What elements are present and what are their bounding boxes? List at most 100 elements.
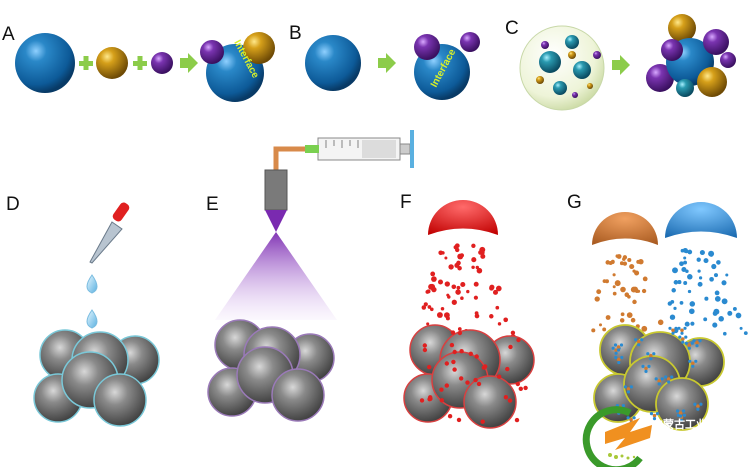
particle-dot xyxy=(457,327,462,331)
particle-dot xyxy=(727,310,733,316)
particle-dot xyxy=(696,407,700,411)
particle-dot xyxy=(693,402,697,406)
particle-dot xyxy=(605,315,611,320)
particle-dot xyxy=(596,289,602,295)
particle-dot xyxy=(476,381,482,387)
particle-dot xyxy=(497,322,502,326)
particle-dot xyxy=(632,269,636,273)
particle-dot xyxy=(647,364,651,368)
particle-dot xyxy=(523,385,528,391)
particle-dot xyxy=(691,361,695,366)
particle-dot xyxy=(616,348,621,352)
falling-particles xyxy=(591,247,748,336)
source-dome-red xyxy=(428,200,498,235)
panel-a: Interface xyxy=(15,32,275,102)
particle-cluster xyxy=(403,324,535,429)
particle-dot xyxy=(619,343,624,347)
particle-dot xyxy=(629,385,634,389)
arrow-right-icon xyxy=(378,53,396,73)
particle-dot xyxy=(428,283,435,290)
panel-b: Interface xyxy=(305,32,480,100)
particle-dot xyxy=(505,366,510,372)
particle-dot xyxy=(646,352,650,356)
particle-dot xyxy=(444,256,448,260)
particle-dot xyxy=(721,280,727,286)
particle-dot xyxy=(690,341,694,345)
particle-dot xyxy=(683,256,687,260)
particle-dot xyxy=(598,323,603,327)
particle-dot xyxy=(641,288,647,294)
particle-dot xyxy=(518,386,523,391)
panel-c xyxy=(519,14,736,111)
purple-sphere xyxy=(151,52,173,74)
particle-dot xyxy=(428,395,433,400)
particle-dot xyxy=(473,295,478,300)
particle-dot xyxy=(605,279,609,284)
particle-dot xyxy=(459,349,464,354)
particle-dot xyxy=(679,261,684,267)
particle-dot xyxy=(671,288,676,293)
particle-dot xyxy=(630,317,636,323)
panel-label-f: F xyxy=(400,192,412,213)
particle-dot xyxy=(641,325,648,332)
particle-dot xyxy=(703,317,708,322)
particle-dot xyxy=(495,305,500,310)
particle-dot xyxy=(423,302,428,307)
particle-dot xyxy=(476,267,483,274)
syringe-icon xyxy=(305,130,414,168)
particle-dot xyxy=(621,404,626,408)
particle-dot xyxy=(695,344,699,348)
particle-dot xyxy=(626,416,630,420)
particle-dot xyxy=(616,345,621,349)
particle-dot xyxy=(426,322,430,326)
particle-dot xyxy=(722,331,727,336)
plus-icon xyxy=(79,56,93,70)
particle-dot xyxy=(683,260,688,265)
particle-dot xyxy=(694,359,698,363)
panel-label-c: C xyxy=(505,18,519,39)
particle-dot xyxy=(444,281,450,287)
particle-cluster xyxy=(207,319,335,422)
particle-dot xyxy=(684,341,688,345)
particle-dot xyxy=(629,263,635,270)
particle-dot xyxy=(449,342,455,348)
particle-dot xyxy=(448,264,454,270)
particle-dot xyxy=(697,281,703,287)
particle-dot xyxy=(687,346,691,350)
particle-dot xyxy=(696,404,700,409)
particle-dot xyxy=(620,355,624,360)
particle-dot xyxy=(716,260,721,265)
particle-dot xyxy=(468,351,473,356)
particle-dot xyxy=(644,369,648,373)
particle-dot xyxy=(657,379,661,383)
particle-dot xyxy=(515,381,520,387)
particle-dot xyxy=(709,276,714,282)
nozzle-tip xyxy=(265,210,287,232)
particle-dot xyxy=(454,247,460,253)
particle-dot xyxy=(460,281,466,288)
particle-dot xyxy=(682,409,686,413)
panel-f xyxy=(403,200,535,429)
particle-dot xyxy=(632,286,638,292)
particle-dot xyxy=(690,321,695,326)
particle-dot xyxy=(447,414,453,419)
particle-dot xyxy=(712,322,718,328)
particle-dot xyxy=(471,265,475,270)
panel-label-e: E xyxy=(206,194,219,215)
particle-dot xyxy=(681,337,685,341)
particle-dot xyxy=(497,374,502,379)
particle-dot xyxy=(614,348,618,353)
particle-dot xyxy=(624,292,630,297)
particle-dot xyxy=(671,331,675,335)
particle-dot xyxy=(507,398,513,403)
particle-dot xyxy=(689,301,696,307)
particle-dot xyxy=(611,259,615,264)
particle-dot xyxy=(681,340,685,344)
particle-dot xyxy=(685,269,689,274)
particle-dot xyxy=(735,312,742,319)
particle-dot xyxy=(436,312,443,318)
particle-dot xyxy=(652,413,657,418)
particle-dot xyxy=(642,276,648,282)
particle-dot xyxy=(439,398,444,403)
